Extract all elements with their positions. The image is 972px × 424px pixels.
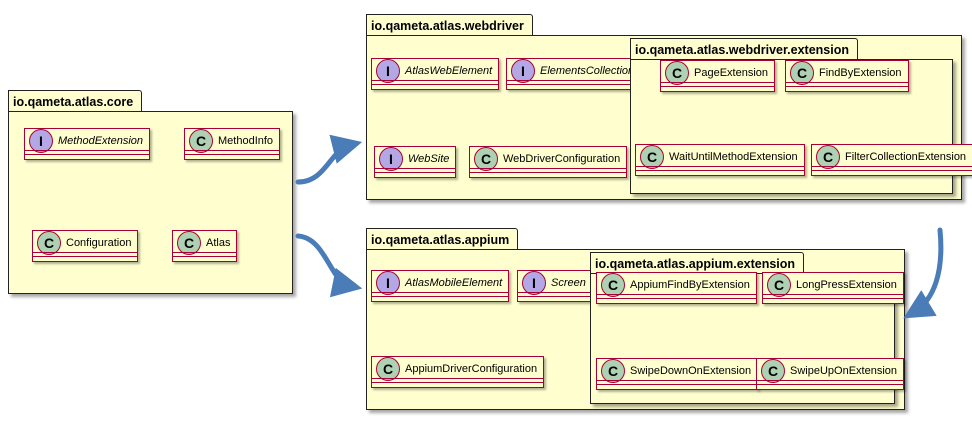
class-swipe-up-on-extension[interactable]: C SwipeUpOnExtension (756, 358, 905, 390)
class-atlas[interactable]: C Atlas (172, 230, 238, 262)
interface-web-site[interactable]: I WebSite (374, 146, 457, 178)
class-name: WaitUntilMethodExtension (669, 151, 798, 163)
interface-method-extension[interactable]: I MethodExtension (24, 128, 150, 160)
class-method-info[interactable]: C MethodInfo (184, 128, 281, 160)
class-icon: C (37, 231, 61, 255)
class-filter-collection-extension[interactable]: C FilterCollectionExtension (811, 144, 972, 176)
class-name: SwipeDownOnExtension (630, 365, 752, 377)
class-icon: C (189, 129, 213, 153)
interface-atlas-web-element[interactable]: I AtlasWebElement (371, 58, 500, 90)
package-title: io.qameta.atlas.appium.extension (590, 252, 805, 274)
class-name: Atlas (206, 237, 231, 249)
class-icon: C (767, 273, 791, 297)
class-name: WebDriverConfiguration (503, 153, 621, 165)
interface-icon: I (376, 271, 400, 295)
class-name: AppiumFindByExtension (630, 279, 750, 291)
package-title: io.qameta.atlas.appium (366, 228, 519, 250)
class-name: WebSite (408, 153, 450, 165)
class-configuration[interactable]: C Configuration (32, 230, 139, 262)
class-wait-until-method-extension[interactable]: C WaitUntilMethodExtension (635, 144, 805, 176)
class-name: AppiumDriverConfiguration (405, 363, 538, 375)
package-title: io.qameta.atlas.webdriver.extension (630, 38, 858, 60)
class-icon: C (376, 357, 400, 381)
interface-screen[interactable]: I Screen (517, 270, 593, 302)
package-appium: io.qameta.atlas.appium I AtlasMobileElem… (366, 228, 905, 410)
class-name: MethodInfo (218, 135, 274, 147)
class-name: PageExtension (694, 67, 768, 79)
class-icon: C (177, 231, 201, 255)
package-webdriver: io.qameta.atlas.webdriver I AtlasWebElem… (366, 14, 972, 200)
class-appium-driver-configuration[interactable]: C AppiumDriverConfiguration (371, 356, 545, 388)
arrow-webdriver-to-appium (903, 227, 944, 319)
class-name: ElementsCollection (540, 65, 635, 77)
interface-icon: I (29, 129, 53, 153)
class-icon: C (816, 145, 840, 169)
class-icon: C (601, 359, 625, 383)
class-name: Configuration (66, 237, 132, 249)
class-name: LongPressExtension (796, 279, 897, 291)
class-name: AtlasWebElement (405, 65, 493, 77)
interface-elements-collection[interactable]: I ElementsCollection (506, 58, 642, 90)
package-title: io.qameta.atlas.core (8, 90, 143, 112)
class-icon: C (474, 147, 498, 171)
interface-atlas-mobile-element[interactable]: I AtlasMobileElement (371, 270, 510, 302)
class-web-driver-configuration[interactable]: C WebDriverConfiguration (469, 146, 628, 178)
class-icon: C (601, 273, 625, 297)
interface-icon: I (376, 59, 400, 83)
class-icon: C (640, 145, 664, 169)
class-icon: C (665, 61, 689, 85)
package-title: io.qameta.atlas.webdriver (366, 14, 533, 36)
interface-icon: I (379, 147, 403, 171)
package-appium-extension: io.qameta.atlas.appium.extension C Appiu… (590, 252, 905, 404)
class-name: Screen (551, 277, 586, 289)
arrow-core-to-webdriver (295, 134, 363, 185)
class-swipe-down-on-extension[interactable]: C SwipeDownOnExtension (596, 358, 759, 390)
class-icon: C (761, 359, 785, 383)
class-name: FilterCollectionExtension (845, 151, 967, 163)
interface-icon: I (511, 59, 535, 83)
interface-icon: I (522, 271, 546, 295)
class-name: FindByExtension (819, 67, 902, 79)
class-name: AtlasMobileElement (405, 277, 503, 289)
class-find-by-extension[interactable]: C FindByExtension (785, 60, 909, 92)
package-webdriver-extension: io.qameta.atlas.webdriver.extension C Pa… (630, 38, 972, 194)
class-appium-find-by-extension[interactable]: C AppiumFindByExtension (596, 272, 757, 304)
package-core: io.qameta.atlas.core I MethodExtension C… (8, 90, 293, 294)
class-long-press-extension[interactable]: C LongPressExtension (762, 272, 904, 304)
class-name: MethodExtension (58, 135, 143, 147)
class-name: SwipeUpOnExtension (790, 365, 898, 377)
class-icon: C (790, 61, 814, 85)
class-page-extension[interactable]: C PageExtension (660, 60, 775, 92)
arrow-core-to-appium (295, 233, 363, 298)
